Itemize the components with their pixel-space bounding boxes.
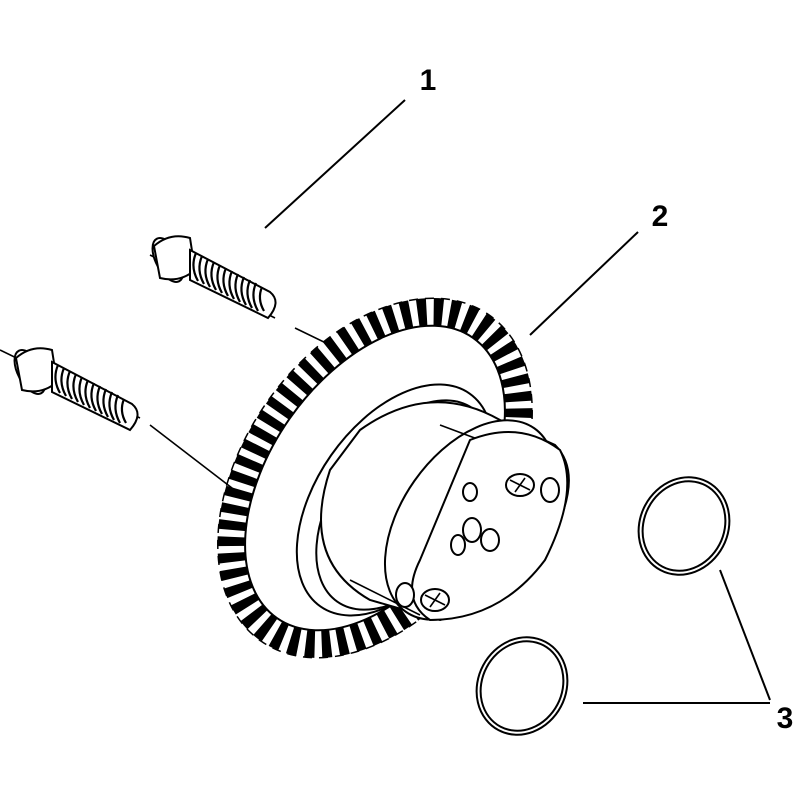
callout-label-3: 3 — [777, 702, 794, 735]
leader-line-3a — [719, 569, 771, 701]
countersunk-screw-icon — [151, 235, 277, 320]
gear-pump-assembly-icon — [217, 297, 570, 659]
countersunk-screw-icon — [13, 347, 139, 432]
o-ring-icon — [637, 476, 731, 576]
screw-axis-lower-extension — [149, 424, 246, 499]
o-ring-icon — [475, 636, 569, 736]
leader-line-1 — [264, 99, 406, 229]
callout-label-1: 1 — [420, 64, 437, 97]
callout-label-2: 2 — [652, 200, 669, 233]
leader-line-2 — [529, 231, 639, 336]
